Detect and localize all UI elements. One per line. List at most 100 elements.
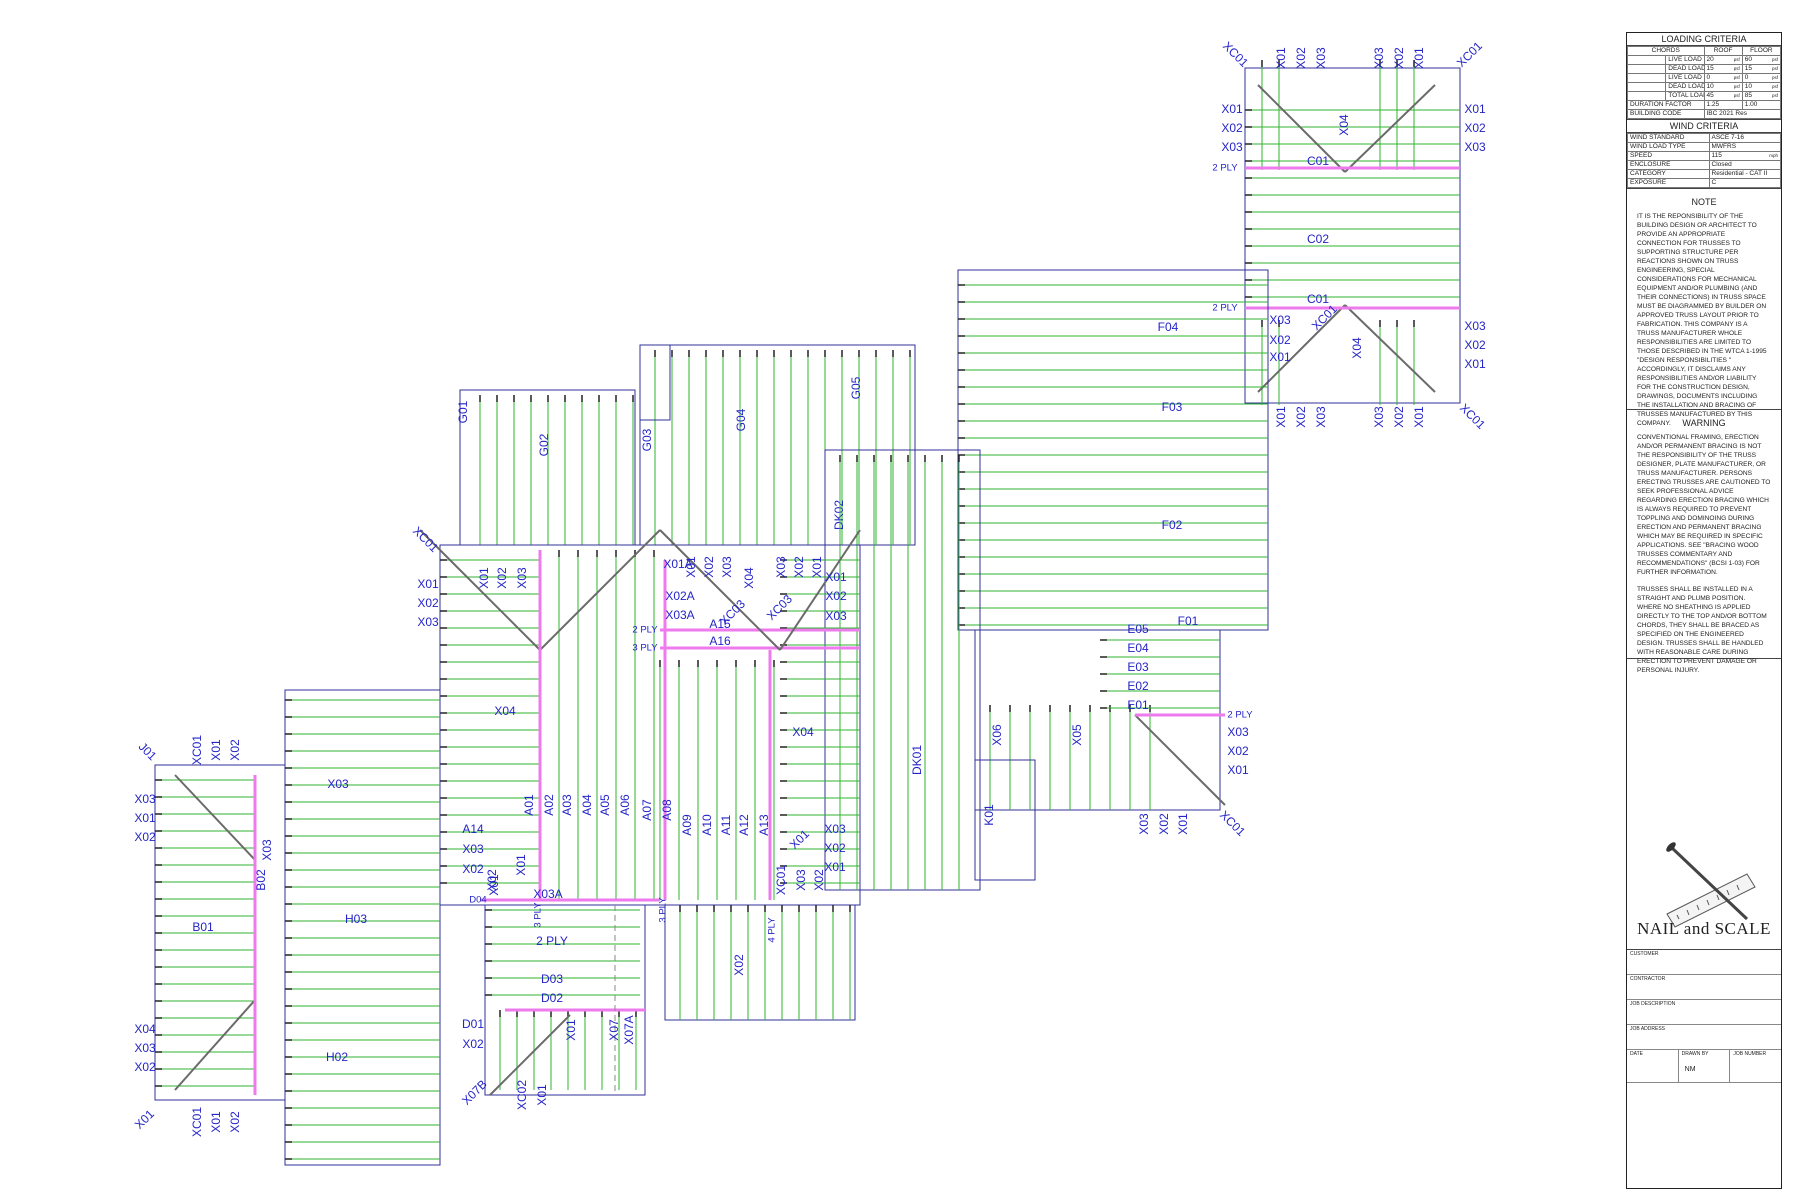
truss-label: X03 xyxy=(794,869,808,891)
truss-label: 2 PLY xyxy=(1227,710,1253,721)
wind-value: Residential - CAT II xyxy=(1708,169,1781,179)
truss-label: X03 xyxy=(720,556,734,578)
loading-header: CHORDS xyxy=(1627,46,1705,56)
warning-title: WARNING xyxy=(1682,418,1726,428)
truss-label: A06 xyxy=(618,794,632,816)
roof-outline xyxy=(664,904,856,1021)
wind-value: C xyxy=(1708,178,1781,188)
truss-label: X01 xyxy=(1274,406,1288,428)
load-roof-value: 15 psf xyxy=(1703,64,1743,74)
roof-outline xyxy=(1244,67,1461,404)
truss-label: X03 xyxy=(825,609,847,623)
truss-label: X01 xyxy=(209,1111,223,1133)
truss-label: D02 xyxy=(541,991,563,1005)
hip-line xyxy=(489,1014,571,1096)
truss-label: E04 xyxy=(1127,641,1149,655)
truss-label: X01 xyxy=(1269,350,1291,364)
truss-label: X01 xyxy=(477,567,491,589)
truss-label: A07 xyxy=(640,799,654,821)
truss-label: A01 xyxy=(522,794,536,816)
truss-label: A12 xyxy=(737,814,751,836)
wind-value: MWFRS xyxy=(1708,142,1781,152)
truss-label: X01 xyxy=(564,1019,578,1041)
wind-label: ENCLOSURE xyxy=(1627,160,1710,170)
truss-label: X03 xyxy=(1314,47,1328,69)
note-section: NOTE IT IS THE REPONSIBILITY OF THE BUIL… xyxy=(1627,189,1781,427)
truss-label: X04 xyxy=(792,725,814,739)
truss-label: X03A xyxy=(665,608,694,622)
truss-label: X01 xyxy=(825,570,847,584)
duration-roof: 1.25 xyxy=(1703,100,1743,110)
truss-label: X01 xyxy=(1274,47,1288,69)
truss-label: 3 PLY xyxy=(533,902,544,928)
truss-label: G05 xyxy=(849,376,863,399)
truss-label: X02A xyxy=(665,589,694,603)
job-field: CONTRACTOR xyxy=(1627,975,1781,1000)
warning-section: WARNING CONVENTIONAL FRAMING, ERECTION A… xyxy=(1627,410,1781,674)
truss-label: X01 xyxy=(209,739,223,761)
truss-label: X02 xyxy=(1464,121,1486,135)
duration-floor: 1.00 xyxy=(1741,100,1782,110)
truss-label: C02 xyxy=(1307,232,1329,246)
load-floor-value: 0 psf xyxy=(1741,73,1782,83)
load-roof-value: 20 psf xyxy=(1703,55,1743,65)
job-field: JOB ADDRESS xyxy=(1627,1025,1781,1050)
loading-header: FLOOR xyxy=(1741,46,1782,56)
truss-label: G01 xyxy=(456,400,470,423)
load-floor-value: 85 psf xyxy=(1741,91,1782,101)
wind-label: CATEGORY xyxy=(1627,169,1710,179)
logo-area: NAIL and SCALE xyxy=(1627,659,1781,950)
wind-label: SPEED xyxy=(1627,151,1710,161)
truss-label: X02 xyxy=(792,556,806,578)
company-logo-text: NAIL and SCALE xyxy=(1637,919,1771,938)
truss-label: X03 xyxy=(1314,406,1328,428)
truss-label: X04 xyxy=(134,1022,156,1036)
truss-label: D04 xyxy=(469,895,486,906)
job-bottom-field: DATE xyxy=(1627,1050,1679,1082)
truss-label: X02 xyxy=(1392,47,1406,69)
hip-line xyxy=(539,529,661,651)
truss-label: X05 xyxy=(1070,724,1084,746)
truss-label: A05 xyxy=(598,794,612,816)
truss-label: X02 xyxy=(825,589,847,603)
truss-label: X02 xyxy=(1294,47,1308,69)
warning-text-2: TRUSSES SHALL BE INSTALLED IN A STRAIGHT… xyxy=(1637,586,1767,674)
load-side-cell xyxy=(1626,64,1667,74)
truss-label: X01 xyxy=(417,577,439,591)
truss-label: X02 xyxy=(1392,406,1406,428)
truss-label: 4 PLY xyxy=(767,917,778,943)
truss-label: C01 xyxy=(1307,292,1329,306)
nail-ruler-logo-icon xyxy=(1666,842,1756,928)
title-block: LOADING CRITERIA CHORDS ROOF FLOOR LIVE … xyxy=(1626,32,1782,1189)
truss-label: X03 xyxy=(1372,406,1386,428)
truss-label: 3 PLY xyxy=(658,897,669,923)
truss-label: G02 xyxy=(537,433,551,456)
wind-value: Closed xyxy=(1708,160,1781,170)
job-bottom-field: JOB NUMBER xyxy=(1733,1051,1767,1057)
truss-label: X01 xyxy=(1176,813,1190,835)
truss-label: X01 xyxy=(1412,406,1426,428)
truss-label: H02 xyxy=(326,1050,348,1064)
truss-label: XC01 xyxy=(1309,302,1340,333)
truss-label: X02 xyxy=(812,869,826,891)
warning-text-1: CONVENTIONAL FRAMING, ERECTION AND/OR PE… xyxy=(1637,434,1771,576)
truss-label: X01 xyxy=(514,854,528,876)
truss-label: X02 xyxy=(1294,406,1308,428)
truss-label: XC01 xyxy=(1217,808,1248,839)
hip-line xyxy=(174,999,256,1091)
truss-label: XC01 xyxy=(190,1107,204,1137)
truss-label: A14 xyxy=(462,822,484,836)
load-label: LIVE LOAD xyxy=(1665,73,1705,83)
truss-label: X01 xyxy=(684,556,698,578)
truss-label: X03 xyxy=(462,842,484,856)
truss-label: X01 xyxy=(1412,47,1426,69)
truss-label: F02 xyxy=(1162,518,1183,532)
truss-label: X02 xyxy=(462,862,484,876)
truss-label: X01 xyxy=(535,1084,549,1106)
truss-label: E02 xyxy=(1127,679,1149,693)
truss-label: X02 xyxy=(134,1060,156,1074)
truss-label: X01 xyxy=(134,811,156,825)
truss-label: DK02 xyxy=(832,500,846,530)
